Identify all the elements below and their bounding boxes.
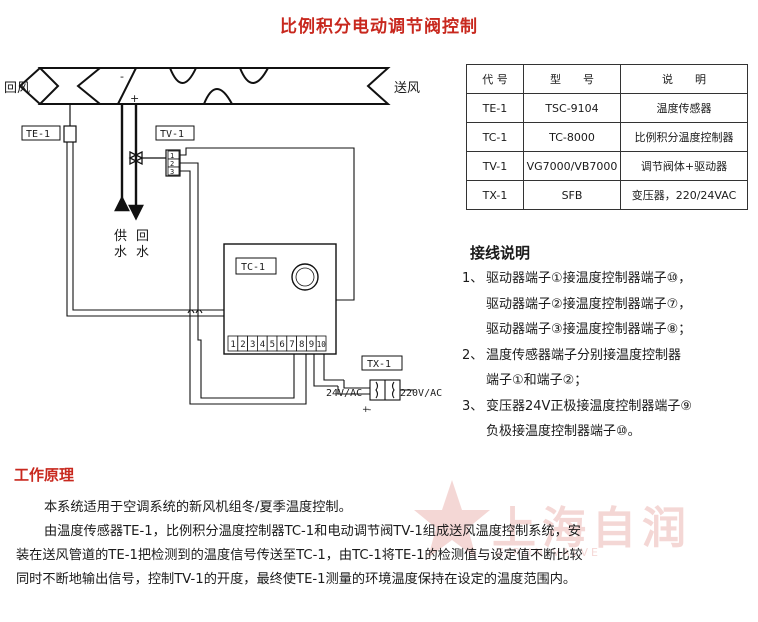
tc1-tag: TC-1 [241,262,265,273]
wiring-item-number: 3、 [462,398,484,414]
wiring-line: 温度传感器端子分别接温度控制器 [486,347,682,363]
tc-terminal-1: 1 [230,340,235,350]
te1-tag: TE-1 [26,129,50,140]
wiring-line: 驱动器端子①接温度控制器端子⑩， [486,271,692,286]
control-schematic: 回风 送风 - + 供 水 回 水 TE-1 TV-1 1 2 3 [4,67,442,415]
wiring-item-1: 1、 驱动器端子①接温度控制器端子⑩， 驱动器端子②接温度控制器端子⑦， 驱动器… [462,266,752,343]
valve-icon [128,150,166,166]
tx-plus-label: + [362,405,370,415]
table-cell: 温度传感器 [620,93,748,123]
principle-title: 工作原理 [14,466,75,484]
valve-terminal-2: 2 [170,160,174,168]
wiring-item-number: 1、 [462,271,484,286]
principle-paragraph: 装在送风管道的TE-1把检测到的温度信号传送至TC-1，由TC-1将TE-1的检… [16,548,583,563]
table-cell: SFB [523,180,621,210]
table-cell: 比例积分温度控制器 [620,122,748,152]
page-title: 比例积分电动调节阀控制 [280,17,478,37]
table-cell: VG7000/VB7000 [523,151,621,181]
tx1-tag-box [361,355,403,371]
principle-text: 本系统适用于空调系统的新风机组冬/夏季温度控制。 由温度传感器TE-1，比例积分… [16,496,754,592]
supply-water-label-2: 水 [114,245,127,260]
table-header: 代 号 [466,64,524,94]
voltage-24-label: 24V/AC [326,388,362,399]
tc-terminal-6: 6 [279,340,284,350]
voltage-220-label: 220V/AC [400,388,442,399]
return-air-label: 回风 [4,81,30,96]
wiring-line: 驱动器端子③接温度控制器端子⑧； [486,322,692,337]
tc-terminal-9: 9 [309,340,314,350]
table-row: TV-1 VG7000/VB7000 调节阀体+驱动器 [466,151,748,181]
tx1-tag: TX-1 [367,359,391,370]
table-cell: 调节阀体+驱动器 [620,151,748,181]
table-cell: TC-1 [466,122,524,152]
air-duct [18,67,391,105]
tc-terminal-7: 7 [289,340,294,350]
valve-terminal-block: 1 2 3 [167,150,180,176]
wiring-line: 端子①和端子②； [486,373,588,388]
component-table: 代 号 型 号 说 明 TE-1 TSC-9104 温度传感器 TC-1 TC-… [466,64,748,210]
tc-terminal-5: 5 [270,340,275,350]
tc-terminal-3: 3 [250,340,255,350]
valve-terminal-1: 1 [170,152,174,160]
return-water-label-1: 回 [136,229,149,244]
table-row: TE-1 TSC-9104 温度传感器 [466,93,748,123]
table-cell: TX-1 [466,180,524,210]
wiring-line: 变压器24V正极接温度控制器端子⑨ [486,398,693,414]
tv1-tag-box [155,125,195,141]
minus-label: - [120,70,124,83]
tc-terminal-2: 2 [240,340,245,350]
table-cell: TE-1 [466,93,524,123]
wiring-line: 驱动器端子②接温度控制器端子⑦， [486,296,692,312]
principle-paragraph: 同时不断地输出信号，控制TV-1的开度，最终使TE-1测量的环境温度保持在设定的… [16,572,577,587]
wiring-title: 接线说明 [470,244,531,262]
table-header: 型 号 [523,64,621,94]
return-water-label-2: 水 [136,245,149,260]
te1-sensor-icon [63,125,77,143]
table-cell: TC-8000 [523,122,621,152]
wiring-list: 1、 驱动器端子①接温度控制器端子⑩， 驱动器端子②接温度控制器端子⑦， 驱动器… [462,266,752,445]
principle-paragraph: 本系统适用于空调系统的新风机组冬/夏季温度控制。 [44,500,352,515]
water-pipes [114,104,144,221]
tc-terminal-4: 4 [260,340,265,350]
table-cell: TV-1 [466,151,524,181]
table-cell: TSC-9104 [523,93,621,123]
supply-water-label-1: 供 [114,229,127,244]
table-cell: 变压器，220/24VAC [620,180,748,210]
table-row: TC-1 TC-8000 比例积分温度控制器 [466,122,748,152]
tc1-tag-box [235,257,277,275]
wiring-item-number: 2、 [462,347,484,363]
table-header: 说 明 [620,64,748,94]
duct-fan-icon [169,67,269,105]
transformer-icon [337,379,414,401]
table-header-row: 代 号 型 号 说 明 [466,64,748,94]
wiring-item-2: 2、 温度传感器端子分别接温度控制器 端子①和端子②； [462,343,752,394]
te1-tag-box [21,125,61,141]
valve-terminal-3: 3 [170,168,174,176]
coil-icon [117,67,137,105]
plus-label: + [130,92,139,105]
wiring-line: 负极接温度控制器端子⑩。 [486,424,641,439]
table-row: TX-1 SFB 变压器，220/24VAC [466,180,748,210]
supply-air-label: 送风 [394,81,420,96]
tx-minus-label: - [368,405,371,415]
tc-terminal-8: 8 [299,340,304,350]
tv1-tag: TV-1 [160,129,184,140]
wiring-item-3: 3、 变压器24V正极接温度控制器端子⑨ 负极接温度控制器端子⑩。 [462,394,752,445]
tc-terminal-cell [315,335,327,352]
tc-terminal-10: 10 [317,340,327,349]
setpoint-knob-icon [291,263,319,291]
principle-paragraph: 由温度传感器TE-1，比例积分温度控制器TC-1和电动调节阀TV-1组成送风温度… [44,524,581,539]
